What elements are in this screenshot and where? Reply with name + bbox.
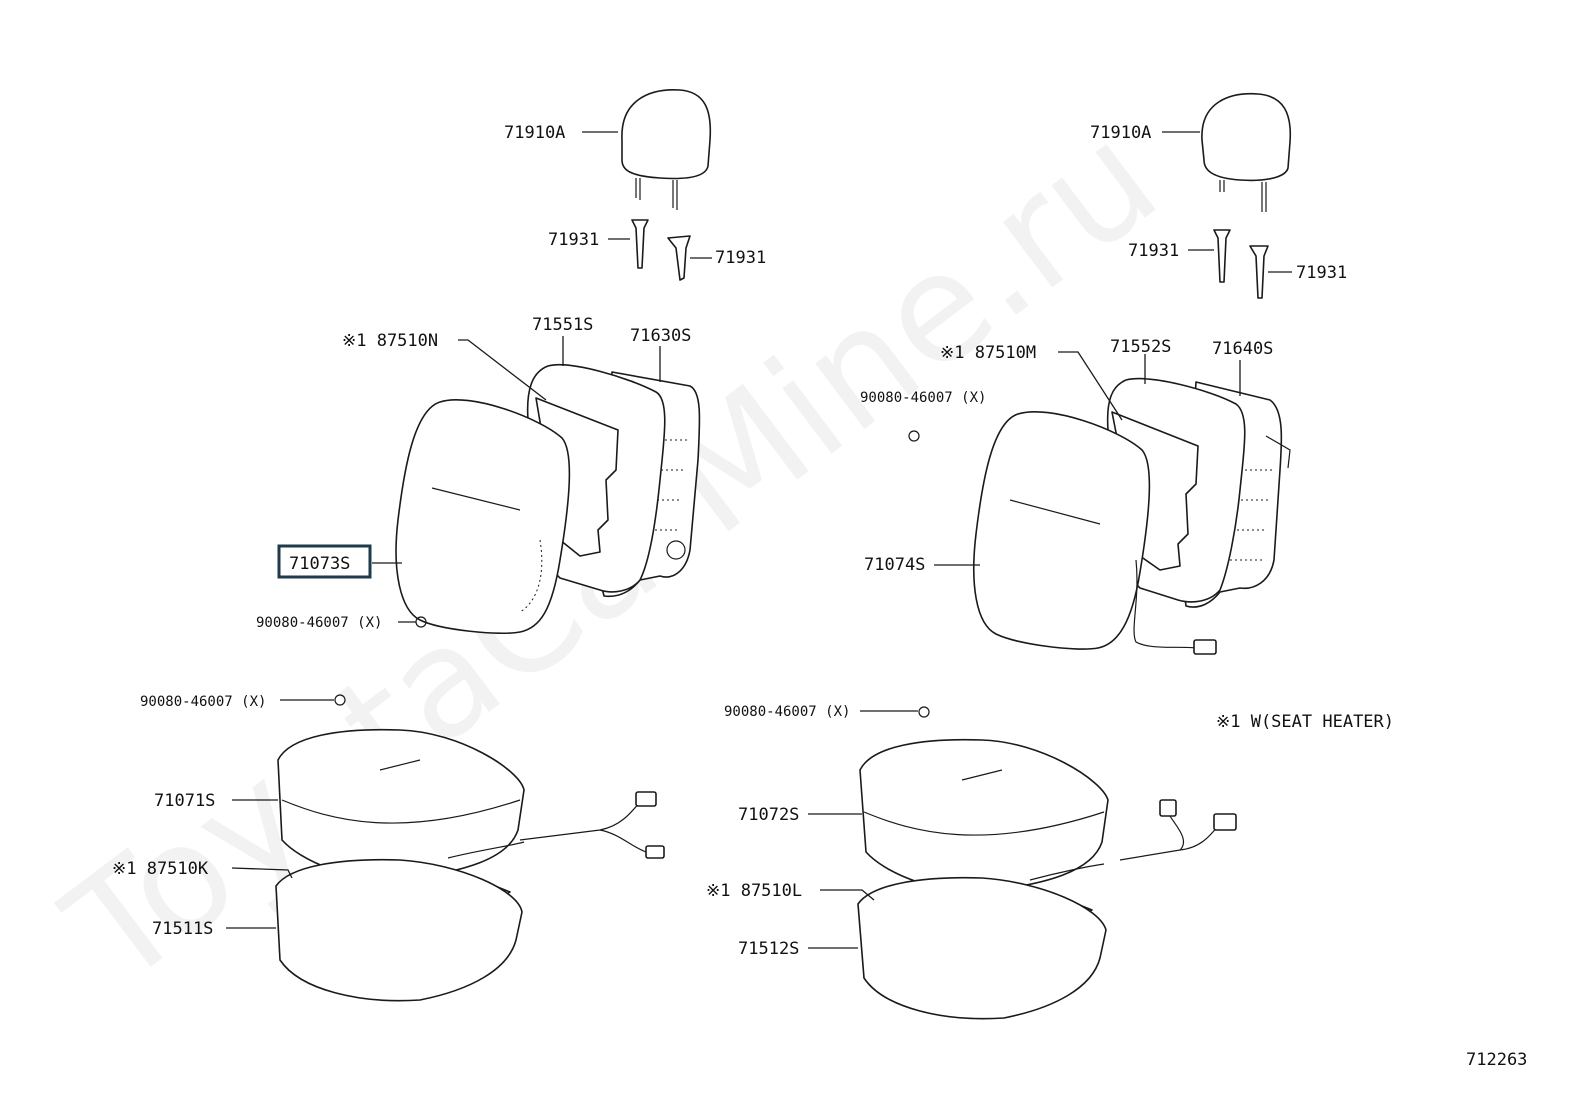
label-right-cushion-cover[interactable]: 71072S — [738, 805, 799, 825]
right-back-cover-drawing — [973, 411, 1217, 655]
right-hog-ring-cushion-icon — [918, 706, 930, 718]
label-left-cushion-cover[interactable]: 71071S — [154, 791, 215, 811]
right-cushion-pad-drawing — [857, 876, 1107, 1020]
left-cushion-cover-drawing — [277, 728, 525, 880]
left-harness-drawing — [447, 791, 665, 859]
left-leader-lines — [226, 131, 712, 929]
label-left-heater-cushion[interactable]: ※1 87510K — [112, 859, 209, 879]
label-left-hog-ring-back[interactable]: 90080-46007 (X) — [256, 615, 382, 631]
left-headrest-drawing — [621, 89, 712, 210]
label-right-hog-ring-back[interactable]: 90080-46007 (X) — [860, 390, 986, 406]
label-left-headrest[interactable]: 71910A — [504, 123, 565, 143]
left-headrest-supports — [631, 219, 691, 281]
label-left-back-cover[interactable]: 71073S — [289, 554, 350, 574]
label-right-back-frame[interactable]: 71640S — [1212, 339, 1273, 359]
left-hog-ring-cushion-icon — [334, 694, 346, 706]
label-right-cushion-pad[interactable]: 71512S — [738, 939, 799, 959]
label-left-back-frame[interactable]: 71630S — [630, 326, 691, 346]
label-left-cushion-pad[interactable]: 71511S — [152, 919, 213, 939]
left-seat-assembly — [275, 89, 712, 1002]
label-left-back-pad[interactable]: 71551S — [532, 315, 593, 335]
right-harness-drawing — [1029, 799, 1237, 881]
diagram-number: 712263 — [1466, 1050, 1527, 1070]
label-right-support-b[interactable]: 71931 — [1296, 263, 1347, 283]
right-hog-ring-back-icon — [908, 430, 920, 442]
right-leader-lines — [808, 131, 1292, 949]
label-left-hog-ring-cushion[interactable]: 90080-46007 (X) — [140, 694, 266, 710]
label-left-heater-back[interactable]: ※1 87510N — [342, 331, 438, 351]
label-right-hog-ring-cushion[interactable]: 90080-46007 (X) — [724, 704, 850, 720]
seat-heater-note: ※1 W(SEAT HEATER) — [1216, 712, 1394, 732]
label-right-heater-cushion[interactable]: ※1 87510L — [706, 881, 802, 901]
label-right-back-cover[interactable]: 71074S — [864, 555, 925, 575]
left-back-cover-drawing — [395, 399, 571, 635]
label-right-headrest[interactable]: 71910A — [1090, 123, 1151, 143]
label-left-support-b[interactable]: 71931 — [715, 248, 766, 268]
right-seat-assembly — [857, 92, 1292, 1020]
right-cushion-cover-drawing — [859, 738, 1109, 892]
label-right-heater-back[interactable]: ※1 87510M — [940, 343, 1036, 363]
right-headrest-drawing — [1201, 92, 1292, 212]
left-cushion-pad-drawing — [275, 858, 523, 1002]
label-right-back-pad[interactable]: 71552S — [1110, 337, 1171, 357]
right-headrest-supports — [1213, 229, 1269, 299]
right-labels: 71910A 71931 71931 ※1 87510M 71552S 7164… — [706, 123, 1347, 959]
label-left-support-a[interactable]: 71931 — [548, 230, 599, 250]
highlight-box — [277, 544, 372, 579]
label-right-support-a[interactable]: 71931 — [1128, 241, 1179, 261]
left-labels: 71910A 71931 71931 ※1 87510N 71551S 7163… — [112, 123, 766, 939]
